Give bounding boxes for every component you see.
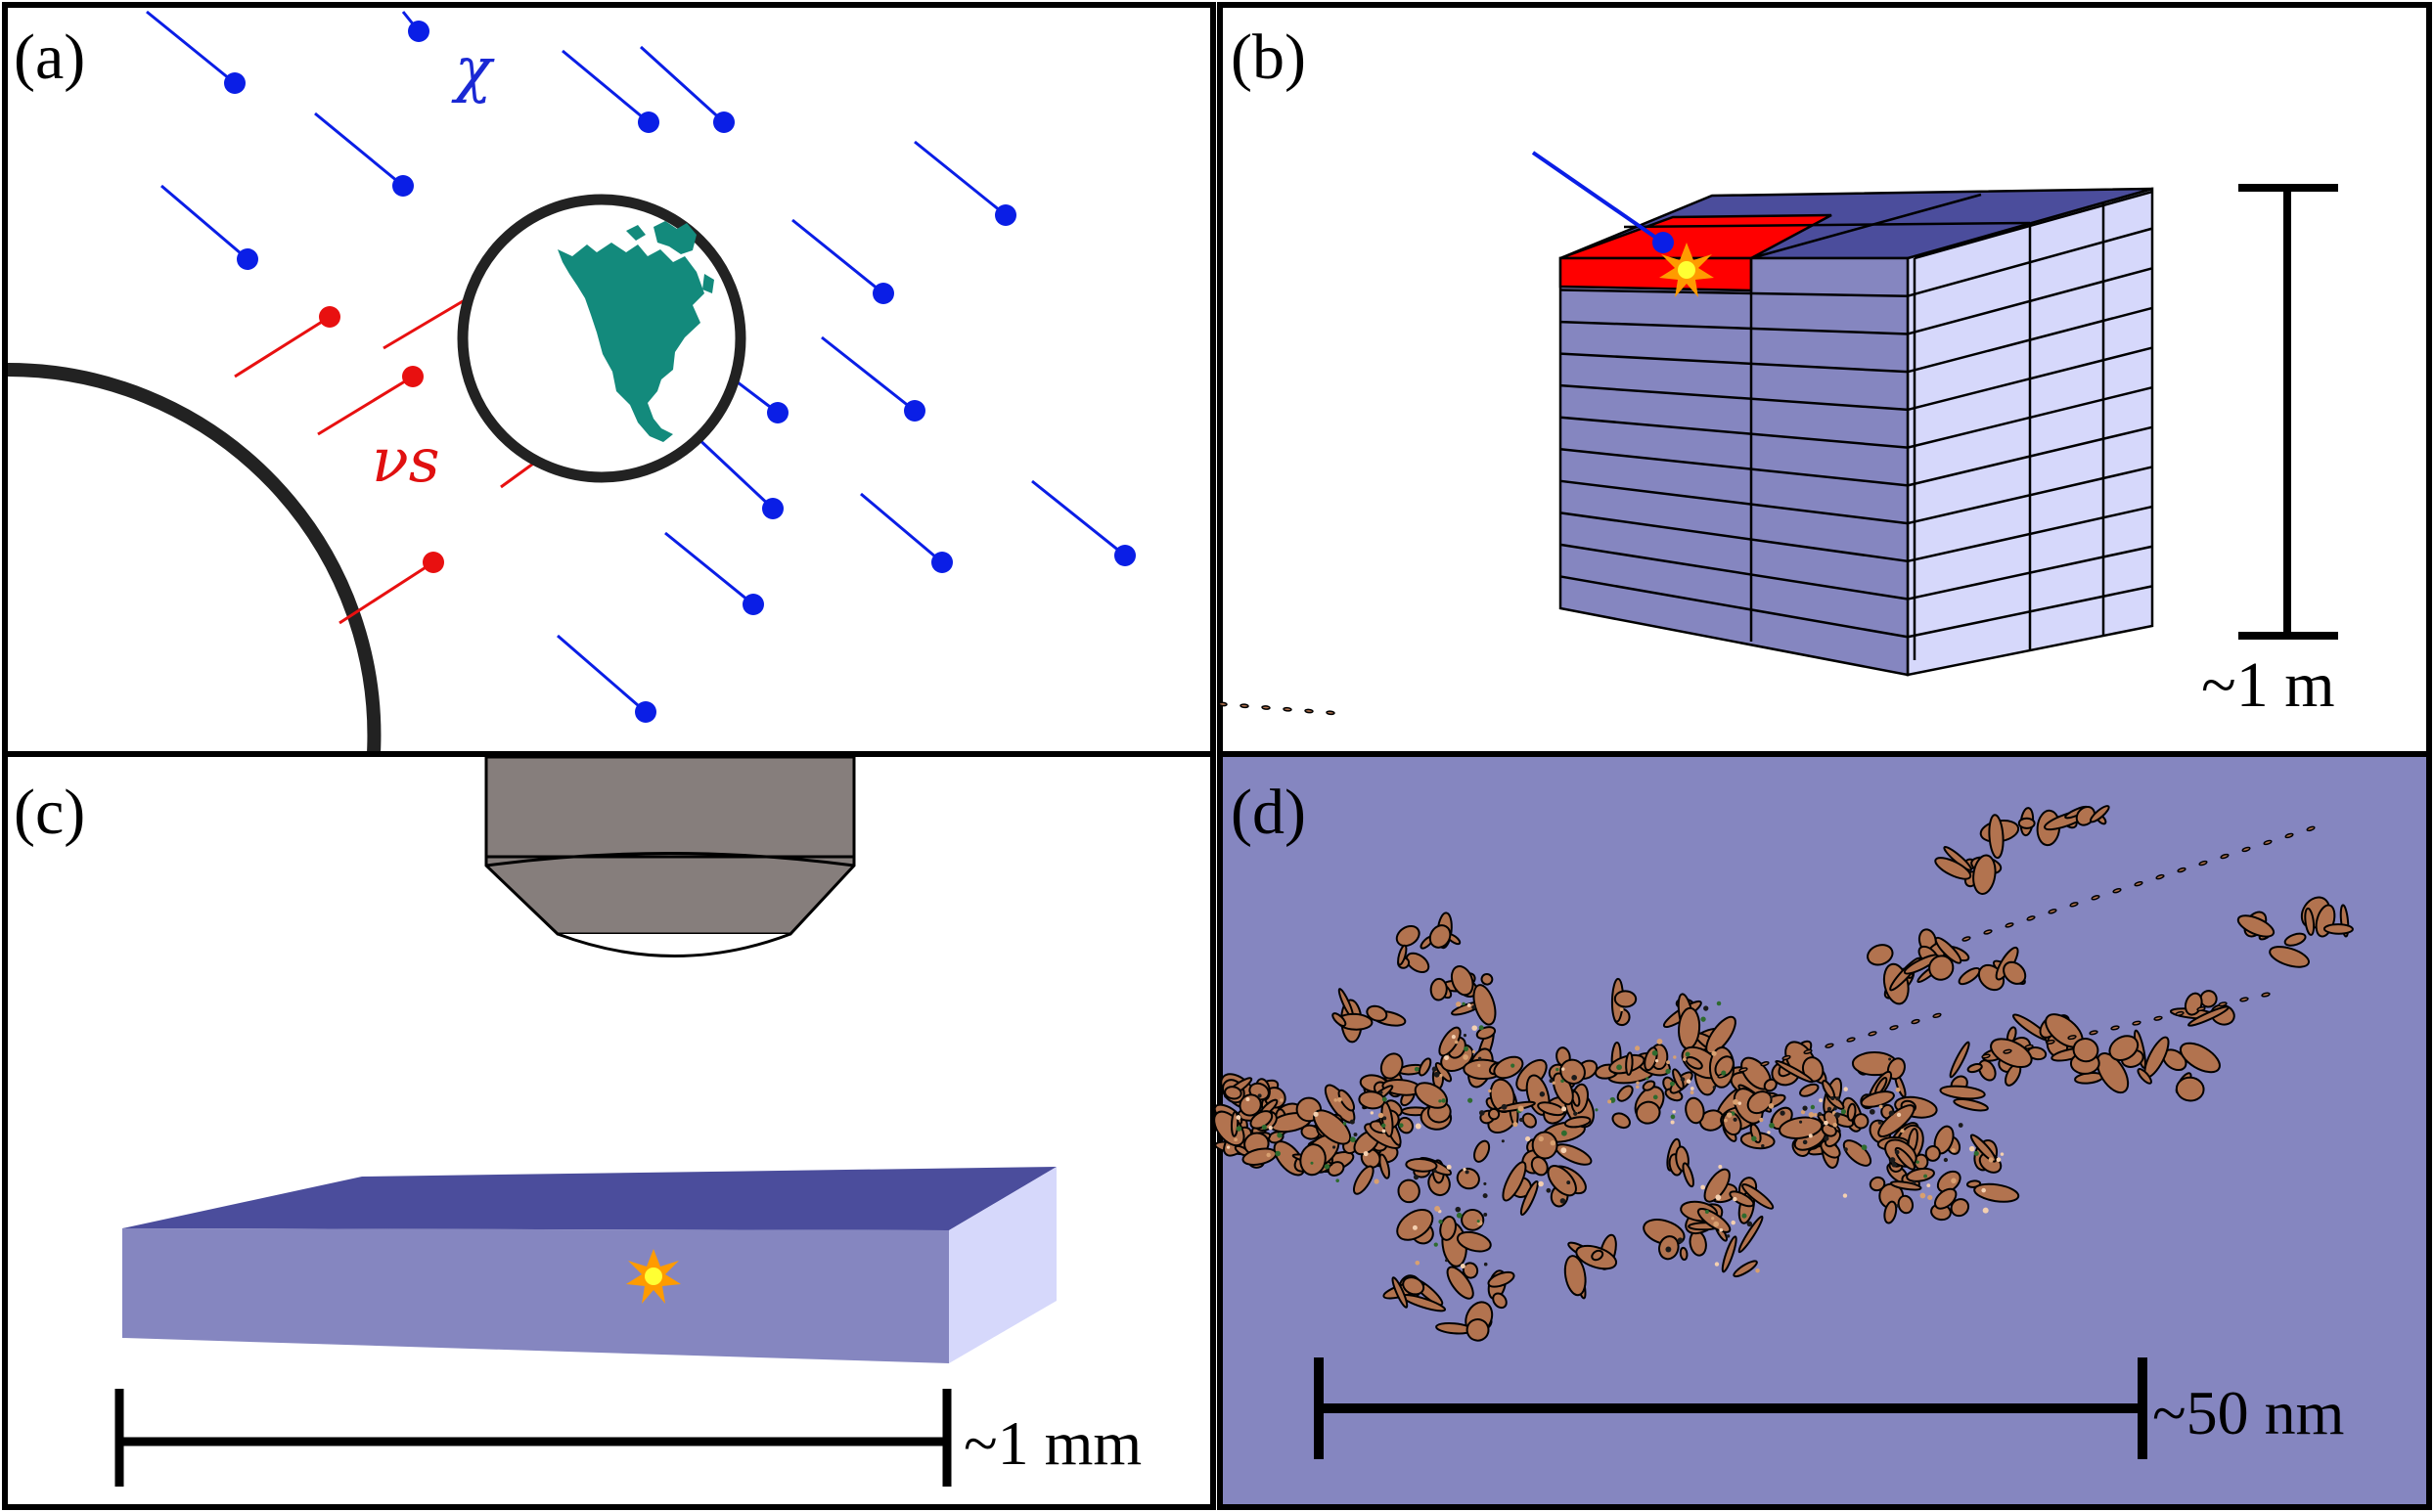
chi-particle xyxy=(664,531,764,615)
panel-c-label: (c) xyxy=(14,777,85,848)
chi-label: χ xyxy=(451,33,495,105)
array-grid xyxy=(1559,190,2153,660)
flash-icon xyxy=(626,1249,681,1304)
panel-a: (a) χ νs xyxy=(2,2,1216,757)
incoming-chi-particle xyxy=(1652,232,1674,253)
slab-side-face xyxy=(949,1167,1057,1363)
nu-particle xyxy=(317,366,424,436)
chi-particle xyxy=(693,433,784,519)
incoming-chi-track xyxy=(1531,151,1665,245)
chi-particle xyxy=(146,10,246,94)
damage-track-icon xyxy=(1213,701,2354,1342)
chi-particle xyxy=(791,218,894,304)
chi-particle xyxy=(860,492,953,573)
chi-particle xyxy=(160,184,258,270)
chi-particle xyxy=(639,45,735,133)
panel-b-label: (b) xyxy=(1231,22,1306,93)
earth-icon xyxy=(558,221,714,442)
scale-bar-1mm xyxy=(114,1389,952,1487)
chi-particle xyxy=(821,335,925,422)
slab-front-face xyxy=(122,1228,949,1363)
scale-label-1mm: ~1 mm xyxy=(964,1408,1142,1478)
earth-limb xyxy=(7,362,382,754)
scale-bar-1m xyxy=(2238,184,2338,640)
detector-array xyxy=(1531,151,2154,677)
scale-label-50nm: ~50 nm xyxy=(2152,1378,2344,1447)
nu-label: νs xyxy=(372,424,440,496)
panel-d-label: (d) xyxy=(1231,777,1306,848)
chi-particle xyxy=(557,634,656,723)
flash-icon xyxy=(1659,243,1714,297)
microscope-objective-icon xyxy=(484,755,856,957)
nu-particle xyxy=(338,552,444,625)
scale-bar-50nm xyxy=(1314,1357,2147,1459)
chi-particle xyxy=(562,49,659,133)
chi-particle xyxy=(1031,479,1136,566)
panel-c: ~1 mm (c) xyxy=(2,751,1216,1510)
panel-a-label: (a) xyxy=(14,22,85,93)
hit-voxel-front xyxy=(1558,256,1753,292)
chi-particle xyxy=(914,140,1016,226)
chi-particle xyxy=(401,11,429,42)
chi-particle xyxy=(314,111,414,197)
panel-b: ~1 m (b) xyxy=(1217,2,2432,757)
panel-d: ~50 nm (d) xyxy=(1213,701,2432,1510)
crystal-slab xyxy=(122,1167,1057,1363)
nu-particle xyxy=(234,306,340,378)
scale-label-1m: ~1 m xyxy=(2201,649,2335,721)
slab-top-face xyxy=(122,1167,1057,1230)
chi-flux xyxy=(146,10,1136,723)
